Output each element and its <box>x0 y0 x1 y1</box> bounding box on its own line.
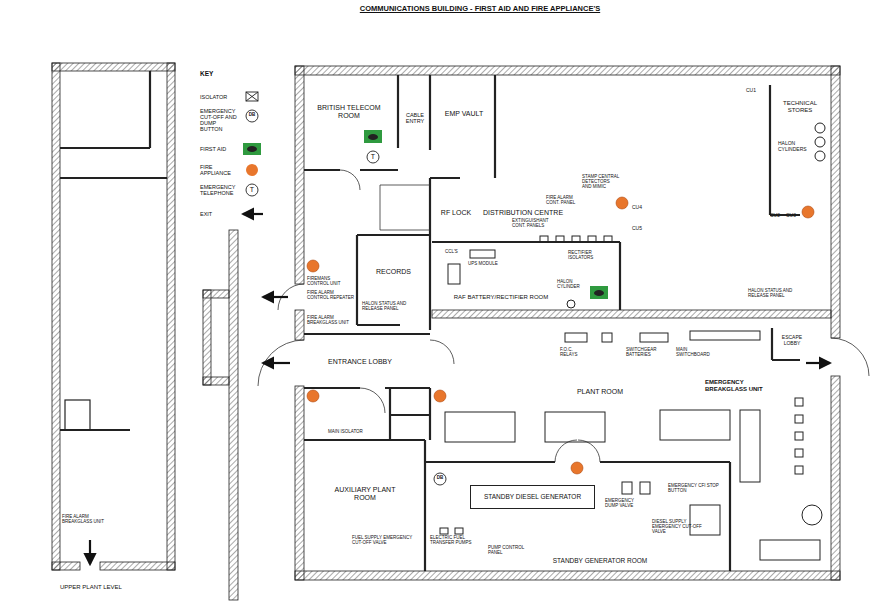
room-label: CABLE ENTRY <box>401 112 429 125</box>
equipment-label: EMERGENCY BREAKGLASS UNIT <box>705 379 787 392</box>
equipment-label: FUEL SUPPLY EMERGENCY CUT-OFF VALVE <box>352 536 416 546</box>
equipment-label: RECTIFIER ISOLATORS <box>568 251 608 261</box>
equipment <box>440 123 825 560</box>
equipment-label: HALON STATUS AND RELEASE PANEL <box>362 302 408 312</box>
door-swings <box>258 170 869 462</box>
room-area: AUXILIARY PLANT ROOM <box>305 442 425 571</box>
room-label: RF LOCK <box>436 209 476 217</box>
room-label: UPPER PLANT LEVEL <box>60 584 160 591</box>
room-area: ENTRANCE LOBBY <box>304 340 430 384</box>
room-label: TECHNICAL STORES <box>778 100 822 114</box>
room-area: BRITISH TELECOM ROOM <box>305 78 398 170</box>
symbol-code: DB <box>433 476 447 481</box>
equipment-label: EXTINGUISHANT CONT. PANELS <box>512 219 560 229</box>
room-area: STANDBY GENERATOR ROOM STANDBY DIESEL GEN… <box>427 464 730 571</box>
symbol-code: CU5 <box>632 226 648 232</box>
equipment-label: FIRE ALARM CONTROL REPEATER <box>307 291 355 301</box>
first-aid-markers <box>247 130 608 299</box>
room-label: STANDBY DIESEL GENERATOR <box>484 493 581 500</box>
room-area: EMP VAULT <box>432 78 495 175</box>
legend-text: EMERGENCY TELEPHONE <box>200 184 244 196</box>
equipment-label: MAIN SWITCHBOARD <box>676 348 716 358</box>
walls <box>52 63 840 600</box>
equipment-label: F.O.C. RELAYS <box>560 348 590 358</box>
equipment-label: FIREMANS CONTROL UNIT <box>307 277 353 287</box>
interior-walls <box>60 71 800 571</box>
legend-text: EXIT <box>200 211 230 217</box>
equipment-label: FIRE ALARM BREAKGLASS UNIT <box>62 515 116 525</box>
legend-text: EMERGENCY CUT-OFF AND DUMP BUTTON <box>200 108 240 132</box>
equipment-label: CCL'S <box>445 250 467 255</box>
room-area: ESCAPE LOBBY <box>772 328 830 360</box>
symbol-code: CU4 <box>632 205 648 211</box>
room-label: DISTRIBUTION CENTRE <box>478 209 568 217</box>
exit-arrows <box>90 214 830 564</box>
room-area: RECORDS <box>357 235 430 325</box>
generator-box: STANDBY DIESEL GENERATOR <box>470 485 595 509</box>
equipment-label: EMERGENCY DUMP VALVE <box>605 499 643 509</box>
symbol-code: CU2 <box>770 213 784 219</box>
legend-text: FIRE APPLIANCE <box>200 164 240 176</box>
symbol-code: CU1 <box>746 88 762 94</box>
legend-swatch <box>246 164 258 176</box>
diagram-title: COMMUNICATIONS BUILDING - FIRST AID AND … <box>290 5 670 13</box>
equipment-label: HALON CYLINDERS <box>778 141 812 152</box>
room-label: RECORDS <box>360 268 427 276</box>
fire-appliance-markers <box>307 197 814 474</box>
equipment-label: HALON STATUS AND RELEASE PANEL <box>748 289 798 299</box>
room-label: PLANT ROOM <box>560 388 640 396</box>
equipment-label: DIESEL SUPPLY EMERGENCY CUT-OFF VALVE <box>652 520 710 535</box>
equipment-label: MAIN ISOLATOR <box>328 430 374 435</box>
symbols <box>246 92 446 485</box>
room-label: STANDBY GENERATOR ROOM <box>540 557 660 564</box>
equipment-label: UPS MODULE <box>468 262 498 267</box>
room-label: EMP VAULT <box>438 110 490 118</box>
equipment-label: SWITCHGEAR BATTERIES <box>626 348 666 358</box>
room-area: PLANT ROOM <box>432 320 830 460</box>
room-area: RAF BATTERY/RECTIFIER ROOM <box>432 242 620 310</box>
symbol-code: DB <box>245 113 259 118</box>
equipment-label: ELECTRIC FUEL TRANSFER PUMPS <box>430 536 482 546</box>
symbol-code: CU3 <box>786 213 800 219</box>
equipment-label: EMERGENCY CFI STOP BUTTON <box>668 484 726 494</box>
symbol-code: T <box>246 186 258 194</box>
upper-plant-level: UPPER PLANT LEVEL <box>52 63 175 570</box>
room-label: ENTRANCE LOBBY <box>320 358 400 366</box>
equipment-label: PUMP CONTROL PANEL <box>488 546 532 556</box>
room-label: RAF BATTERY/RECTIFIER ROOM <box>448 294 554 301</box>
equipment-label: FIRE ALARM BREAKGLASS UNIT <box>307 316 353 326</box>
equipment-label: STAMP CENTRAL DETECTORS AND MIMIC <box>582 175 620 190</box>
room-label: ESCAPE LOBBY <box>776 335 808 347</box>
symbol-code: T <box>367 153 379 161</box>
symbol-code: KEY <box>200 70 230 77</box>
legend-text: FIRST AID <box>200 146 240 152</box>
room-label: AUXILIARY PLANT ROOM <box>330 486 400 502</box>
room-label: BRITISH TELECOM ROOM <box>314 104 384 120</box>
equipment-label: HALON CYLINDER <box>557 280 587 290</box>
room-area: RF LOCK <box>436 198 476 222</box>
legend-text: ISOLATOR <box>200 94 242 100</box>
equipment-label: FIRE ALARM CONT. PANEL <box>546 196 586 206</box>
room-area: CABLE ENTRY <box>400 78 430 150</box>
